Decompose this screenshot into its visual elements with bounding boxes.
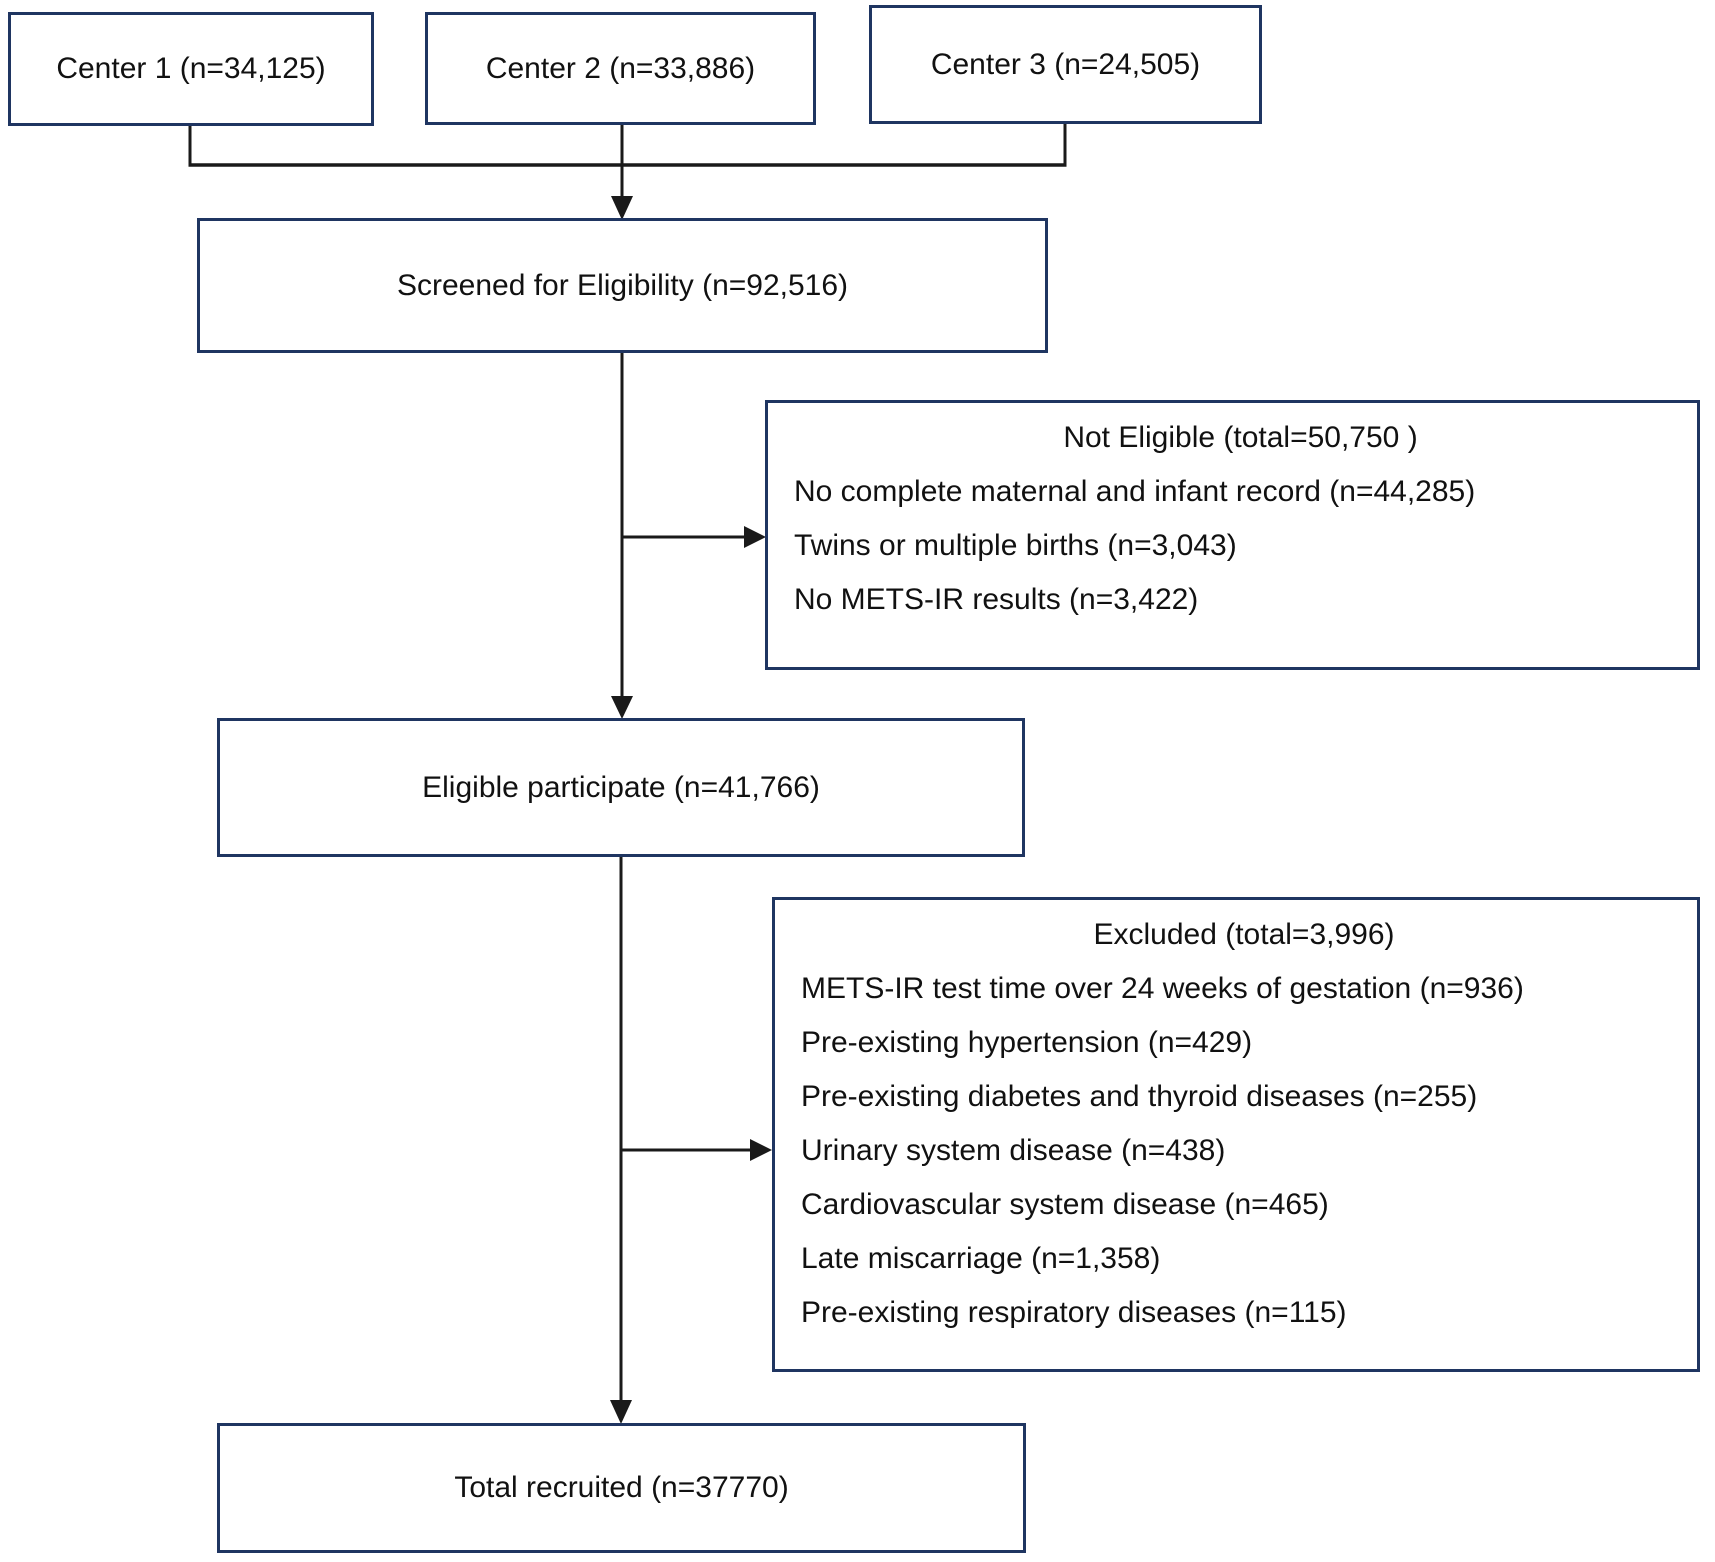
- excluded-title: Excluded (total=3,996): [1093, 918, 1395, 951]
- not-eligible-item: Twins or multiple births (n=3,043): [794, 529, 1237, 562]
- center-3-box: Center 3 (n=24,505): [869, 5, 1262, 124]
- screened-label: Screened for Eligibility (n=92,516): [396, 268, 849, 302]
- center-2-label: Center 2 (n=33,886): [485, 51, 756, 85]
- excluded-item: Pre-existing respiratory diseases (n=115…: [801, 1296, 1347, 1329]
- arrowhead-right-icon: [750, 1139, 772, 1161]
- excluded-item: Pre-existing hypertension (n=429): [801, 1026, 1253, 1059]
- arrowhead-down-icon: [611, 696, 633, 719]
- excluded-item: Late miscarriage (n=1,358): [801, 1242, 1161, 1275]
- total-recruited-label: Total recruited (n=37770): [454, 1471, 789, 1504]
- center-2-box: Center 2 (n=33,886): [425, 12, 816, 125]
- not-eligible-item: No complete maternal and infant record (…: [794, 475, 1476, 508]
- not-eligible-item: No METS-IR results (n=3,422): [794, 583, 1199, 616]
- arrowhead-down-icon: [611, 196, 633, 220]
- eligible-label: Eligible participate (n=41,766): [422, 770, 820, 804]
- center-1-box: Center 1 (n=34,125): [8, 12, 374, 126]
- not-eligible-title: Not Eligible (total=50,750 ): [1063, 421, 1418, 454]
- excluded-item: Urinary system disease (n=438): [801, 1134, 1226, 1167]
- arrowhead-right-icon: [744, 526, 766, 548]
- not-eligible-box: Not Eligible (total=50,750 ) No complete…: [765, 400, 1700, 670]
- total-recruited-box: Total recruited (n=37770): [217, 1423, 1026, 1553]
- excluded-item: METS-IR test time over 24 weeks of gesta…: [801, 972, 1524, 1005]
- eligible-box: Eligible participate (n=41,766): [217, 718, 1025, 857]
- arrowhead-down-icon: [610, 1400, 632, 1424]
- excluded-item: Pre-existing diabetes and thyroid diseas…: [801, 1080, 1478, 1113]
- center-1-label: Center 1 (n=34,125): [56, 52, 326, 85]
- center-3-label: Center 3 (n=24,505): [930, 47, 1201, 81]
- excluded-item: Cardiovascular system disease (n=465): [801, 1188, 1329, 1221]
- screened-box: Screened for Eligibility (n=92,516): [197, 218, 1048, 353]
- excluded-box: Excluded (total=3,996) METS-IR test time…: [772, 897, 1700, 1372]
